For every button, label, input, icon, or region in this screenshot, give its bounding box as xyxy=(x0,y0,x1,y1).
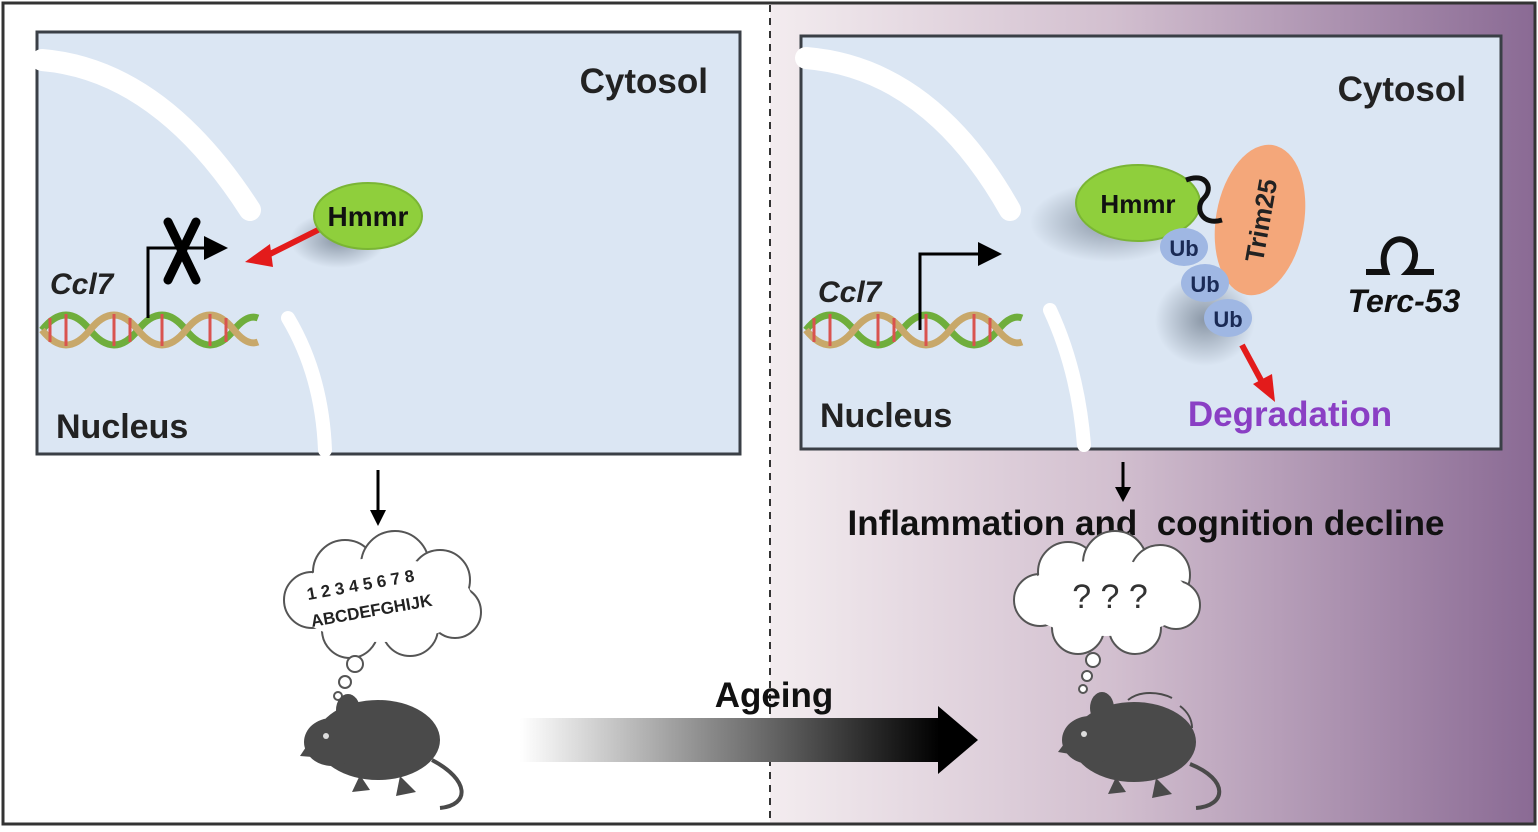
degradation-arrow-shaft xyxy=(1239,343,1265,384)
ub-label-2: Ub xyxy=(1190,272,1219,297)
degradation-arrow-head xyxy=(1253,374,1275,402)
left-red-arrow-head xyxy=(245,244,273,267)
right-hmmr-label: Hmmr xyxy=(1100,189,1175,219)
terc53-rna-icon xyxy=(1366,236,1434,275)
left-thought-cloud xyxy=(283,530,482,701)
ub-label-1: Ub xyxy=(1169,236,1198,261)
aged-mouse-icon xyxy=(1058,692,1222,810)
ub-chain xyxy=(1160,228,1252,337)
left-down-arrow-head xyxy=(370,510,386,526)
left-hmmr-label: Hmmr xyxy=(328,201,409,232)
left-nuclear-envelope-bottom xyxy=(281,311,332,457)
right-nucleus-label: Nucleus xyxy=(820,397,952,435)
young-mouse-eye xyxy=(323,733,329,739)
degradation-label: Degradation xyxy=(1188,395,1392,434)
ageing-label: Ageing xyxy=(715,676,834,715)
right-cell-panel: Cytosol Nucleus Ccl7 Trim25 Hmmr Ub Ub U… xyxy=(795,34,1503,452)
right-gene-label: Ccl7 xyxy=(818,276,883,309)
thought-question-marks: ? ? ? xyxy=(1072,578,1148,616)
left-nuclear-envelope-top xyxy=(31,49,261,221)
right-transcription-arrow xyxy=(918,242,1002,330)
young-mouse-icon xyxy=(300,694,464,810)
left-gene-label: Ccl7 xyxy=(50,268,115,301)
right-thought-cloud xyxy=(1013,530,1201,694)
ub-label-3: Ub xyxy=(1213,307,1242,332)
left-cell-panel: Cytosol Nucleus Ccl7 Hmmr xyxy=(31,30,742,457)
right-cytosol-label: Cytosol xyxy=(1338,70,1466,109)
trim25-protein xyxy=(1214,144,1306,296)
aged-mouse-eye xyxy=(1081,731,1087,737)
left-cytosol-label: Cytosol xyxy=(580,62,708,101)
left-dna-helix xyxy=(39,311,260,349)
left-hmmr-protein xyxy=(313,182,423,250)
right-down-arrow-head xyxy=(1115,487,1131,502)
left-red-arrow-shaft xyxy=(260,225,324,261)
right-nuclear-envelope-bottom xyxy=(1043,303,1091,452)
right-nuclear-envelope-top xyxy=(795,47,1021,221)
left-transcription-arrow xyxy=(146,236,228,318)
right-dna-helix xyxy=(803,311,1024,349)
left-nucleus-label: Nucleus xyxy=(56,408,188,446)
bound-rna-icon xyxy=(1185,175,1223,224)
ageing-arrow-body xyxy=(520,718,940,762)
block-x-icon xyxy=(163,217,201,285)
outcome-label: Inflammation and cognition decline xyxy=(848,504,1445,543)
aged-mouse-wrinkles xyxy=(1127,692,1193,729)
ageing-arrow-head xyxy=(938,706,978,774)
terc53-label: Terc-53 xyxy=(1348,283,1461,319)
